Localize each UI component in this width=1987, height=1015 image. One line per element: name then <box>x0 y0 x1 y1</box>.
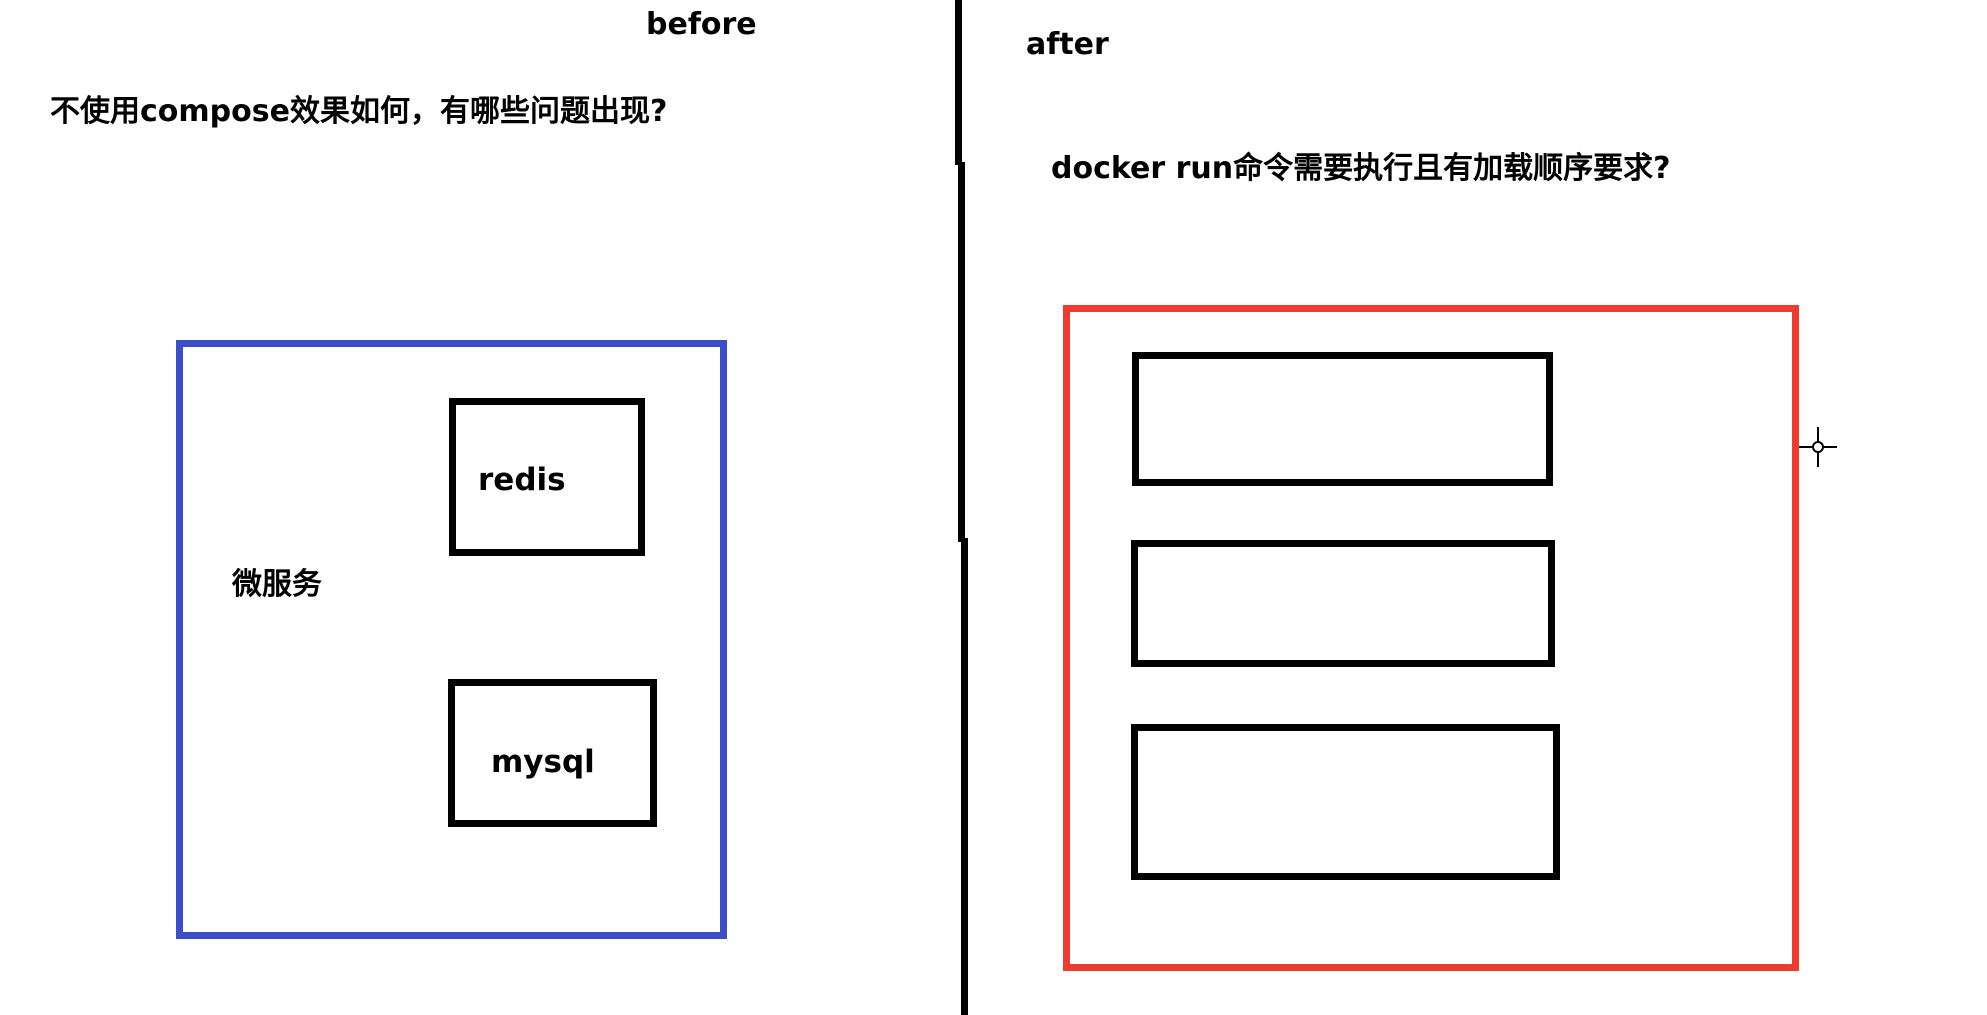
left-question: 不使用compose效果如何，有哪些问题出现? <box>50 94 668 129</box>
redis-label: redis <box>478 462 566 498</box>
service-box-1 <box>1132 352 1553 486</box>
divider-top <box>955 0 962 165</box>
crosshair-cursor-icon <box>1799 427 1837 467</box>
divider-middle <box>958 162 965 542</box>
microservice-label: 微服务 <box>232 567 322 602</box>
service-box-3 <box>1131 724 1560 880</box>
after-title: after <box>1026 27 1109 62</box>
service-box-2 <box>1131 540 1555 667</box>
right-question: docker run命令需要执行且有加载顺序要求? <box>1051 151 1671 186</box>
services-container <box>1063 305 1799 971</box>
before-title: before <box>646 7 757 42</box>
mysql-label: mysql <box>491 744 595 780</box>
redis-box <box>449 398 645 556</box>
microservice-container <box>176 340 727 939</box>
mysql-box <box>448 679 657 827</box>
divider-bottom <box>961 538 968 1015</box>
